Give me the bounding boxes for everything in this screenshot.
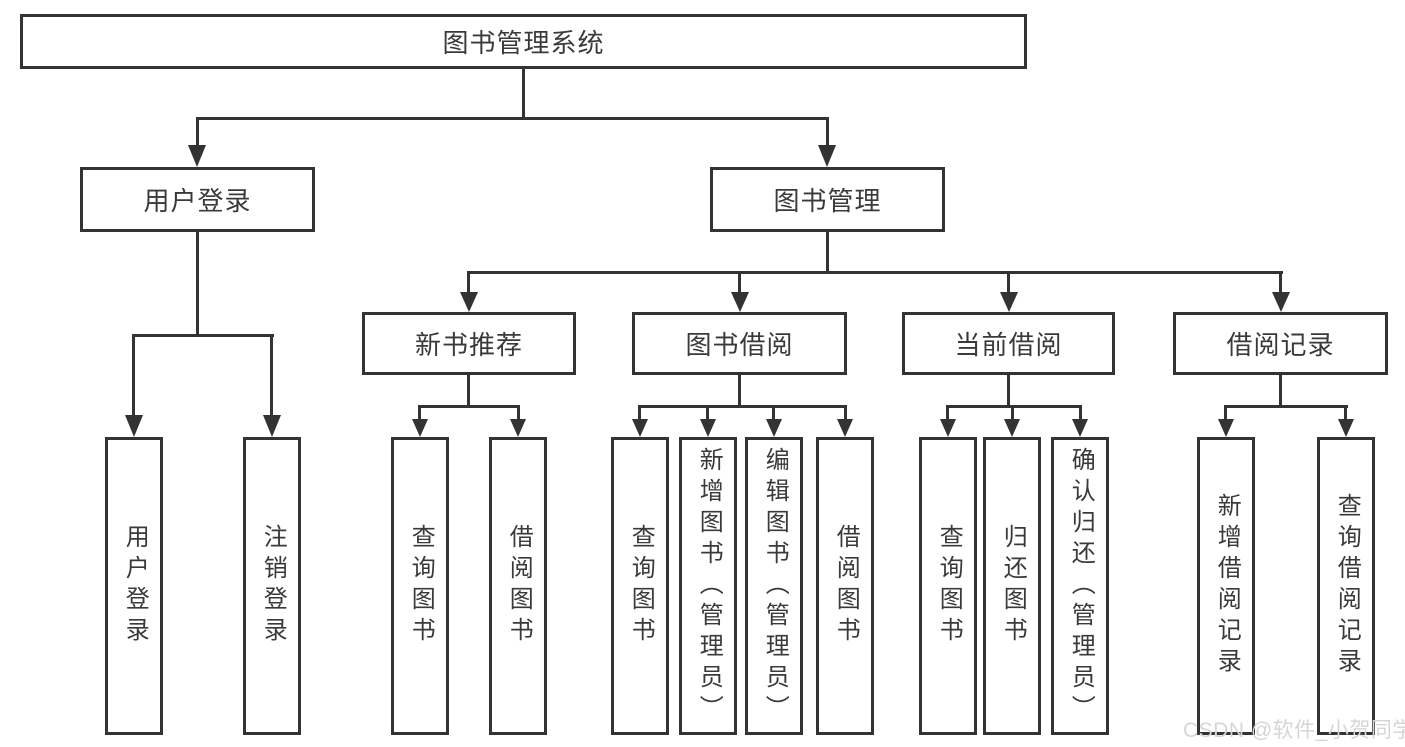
connector-line [522, 69, 525, 119]
node-label: 图书借阅 [685, 330, 794, 360]
connector-line [418, 405, 520, 408]
connector-line [946, 405, 1082, 408]
leaf-add-borrow-record: 新增借阅记录 [1197, 437, 1255, 735]
leaf-add-books-admin: 新增图书（管理员） [679, 437, 737, 735]
connector-line [418, 405, 421, 421]
connector-line [738, 375, 741, 408]
leaf-confirm-return-admin: 确认归还（管理员） [1051, 437, 1109, 735]
connector-line [196, 117, 199, 148]
connector-line [1011, 405, 1014, 421]
leaf-label: 归还图书 [999, 524, 1027, 648]
leaf-borrow-books: 借阅图书 [816, 437, 874, 735]
connector-line [738, 271, 741, 295]
leaf-label: 借阅图书 [832, 524, 860, 648]
arrow-down-icon [1338, 419, 1354, 437]
connector-line [132, 334, 135, 421]
leaf-query-books-current: 查询图书 [919, 437, 977, 735]
connector-line [706, 405, 709, 421]
connector-line [826, 232, 829, 274]
leaf-label: 新增图书（管理员） [695, 446, 723, 726]
connector-line [844, 405, 847, 421]
arrow-down-icon [1000, 292, 1018, 312]
leaf-label: 注销登录 [259, 524, 287, 648]
arrow-down-icon [510, 419, 526, 437]
connector-line [1007, 375, 1010, 408]
connector-line [772, 405, 775, 421]
connector-line [270, 334, 273, 421]
connector-line [638, 405, 847, 408]
node-library-management-system: 图书管理系统 [20, 14, 1027, 69]
arrow-down-icon [1218, 419, 1234, 437]
arrow-down-icon [412, 419, 428, 437]
node-label: 图书管理 [773, 186, 882, 216]
leaf-query-books-borrow: 查询图书 [611, 437, 669, 735]
connector-line [826, 117, 829, 148]
leaf-label: 新增借阅记录 [1213, 493, 1241, 679]
leaf-label: 查询借阅记录 [1333, 493, 1361, 679]
arrow-down-icon [818, 145, 836, 167]
connector-line [196, 232, 199, 337]
connector-line [1007, 271, 1010, 295]
connector-line [1279, 271, 1282, 295]
arrow-down-icon [940, 419, 956, 437]
leaf-logout: 注销登录 [243, 437, 301, 735]
leaf-user-login: 用户登录 [105, 437, 163, 735]
leaf-query-books-recommend: 查询图书 [391, 437, 449, 735]
node-label: 图书管理系统 [442, 28, 605, 58]
connector-line [517, 405, 520, 421]
connector-line [467, 271, 1283, 274]
connector-line [638, 405, 641, 421]
arrow-down-icon [1072, 419, 1088, 437]
leaf-label: 用户登录 [121, 524, 149, 648]
leaf-query-borrow-record: 查询借阅记录 [1317, 437, 1375, 735]
connector-line [1279, 375, 1282, 408]
connector-line [196, 117, 829, 120]
connector-line [132, 334, 274, 337]
leaf-label: 借阅图书 [505, 524, 533, 648]
node-book-management: 图书管理 [710, 167, 945, 232]
arrow-down-icon [1272, 292, 1290, 312]
connector-line [1079, 405, 1082, 421]
leaf-label: 编辑图书（管理员） [761, 446, 789, 726]
arrow-down-icon [460, 292, 478, 312]
arrow-down-icon [731, 292, 749, 312]
leaf-edit-books-admin: 编辑图书（管理员） [745, 437, 803, 735]
leaf-return-books: 归还图书 [983, 437, 1041, 735]
arrow-down-icon [263, 415, 281, 437]
node-label: 用户登录 [143, 186, 252, 216]
node-book-borrow: 图书借阅 [632, 312, 847, 375]
leaf-label: 确认归还（管理员） [1067, 446, 1095, 726]
node-label: 当前借阅 [954, 330, 1063, 360]
connector-line [1224, 405, 1348, 408]
arrow-down-icon [632, 419, 648, 437]
arrow-down-icon [188, 145, 206, 167]
connector-line [467, 375, 470, 408]
node-borrow-records: 借阅记录 [1173, 312, 1388, 375]
arrow-down-icon [700, 419, 716, 437]
leaf-borrow-books-recommend: 借阅图书 [489, 437, 547, 735]
leaf-label: 查询图书 [935, 524, 963, 648]
node-current-borrow: 当前借阅 [902, 312, 1115, 375]
node-new-book-recommend: 新书推荐 [362, 312, 576, 375]
leaf-label: 查询图书 [627, 524, 655, 648]
node-label: 借阅记录 [1226, 330, 1335, 360]
arrow-down-icon [125, 415, 143, 437]
connector-line [467, 271, 470, 295]
arrow-down-icon [1004, 419, 1020, 437]
connector-line [1344, 405, 1347, 421]
node-user-login-group: 用户登录 [80, 167, 315, 232]
arrow-down-icon [837, 419, 853, 437]
arrow-down-icon [766, 419, 782, 437]
connector-line [1224, 405, 1227, 421]
csdn-watermark: CSDN @软件_小贺同学 [1183, 719, 1405, 742]
node-label: 新书推荐 [414, 330, 523, 360]
connector-line [946, 405, 949, 421]
leaf-label: 查询图书 [407, 524, 435, 648]
